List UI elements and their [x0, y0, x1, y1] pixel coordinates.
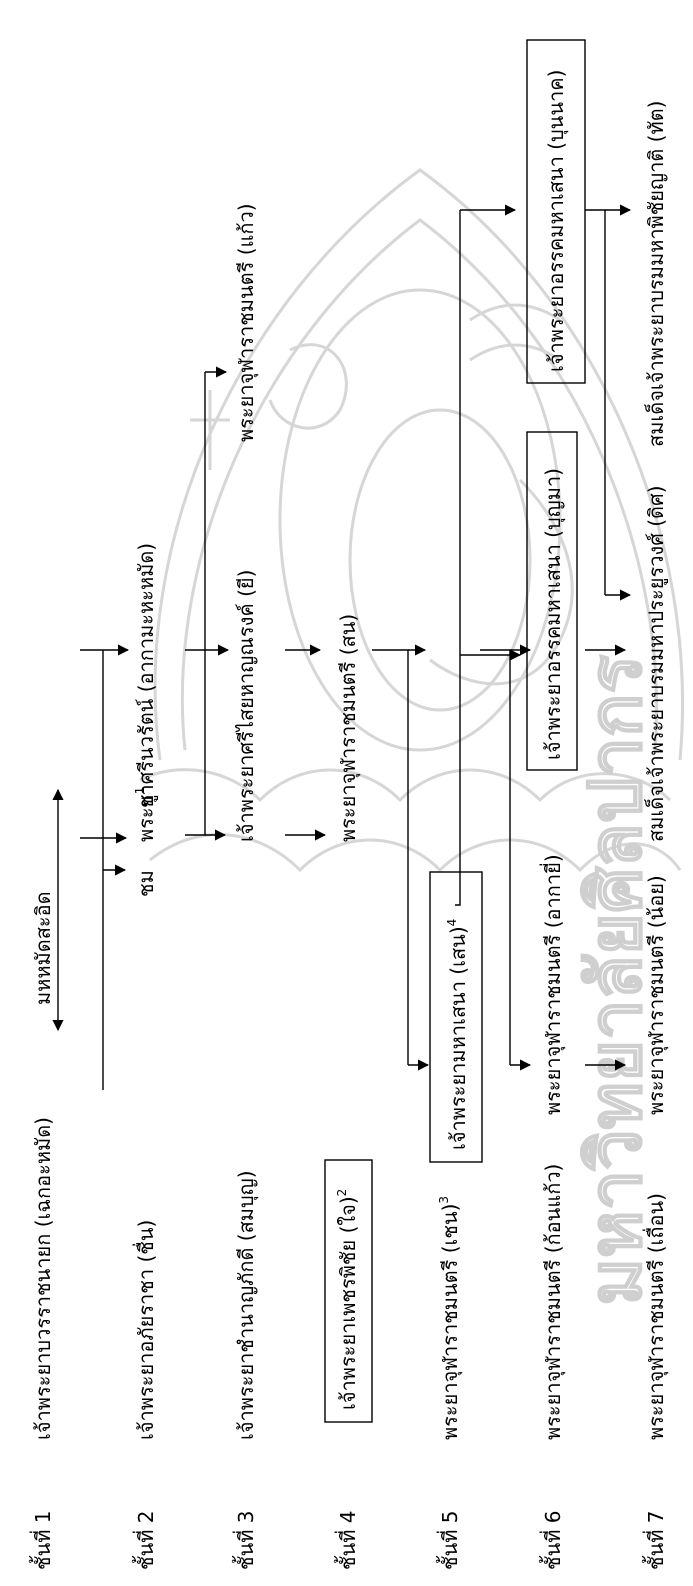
box-g5-sen	[429, 871, 483, 1163]
person-g6-akayi: พระยาจุฬาราชมนตรี (อากายี่)	[539, 854, 566, 1115]
person-g4-son: พระยาจุฬาราชมนตรี (สน)	[336, 614, 361, 842]
person-names: เจ้าพระยาบวรราชนายก (เฉกอะหมัด) มหหมัดสะ…	[31, 70, 669, 1440]
person-g3-kaew: พระยาจุฬาราชมนตรี (แก้ว)	[234, 203, 259, 442]
person-g2-chom: ชม	[134, 870, 158, 897]
person-g3-main: เจ้าพระยาชำนาญภักดี (สมบุญ)	[234, 1170, 259, 1440]
watermark-seal: มหาวิทยาลัยศิลปากร	[139, 168, 684, 1306]
gen-5-label: ชั้นที่ 5	[436, 1510, 462, 1570]
person-g3-sisahathep: เจ้าพระยาศรีไสยหาญณรงค์ (ยี)	[234, 570, 258, 842]
person-g2-main: เจ้าพระยาอภัยราชา (ชื่น)	[132, 1220, 158, 1440]
gen-6-label: ชั้นที่ 6	[539, 1510, 565, 1570]
generation-labels: ชั้นที่ 1 ชั้นที่ 2 ชั้นที่ 3 ชั้นที่ 4 …	[29, 1510, 668, 1570]
watermark-text: มหาวิทยาลัยศิลปากร	[572, 654, 657, 1305]
box-g6-bunnak	[526, 39, 586, 384]
person-g5-sen: เจ้าพระยามหาเสนา (เสน)4	[445, 919, 470, 1150]
person-g1-main: เจ้าพระยาบวรราชนายก (เฉกอะหมัด)	[31, 1117, 55, 1440]
person-g7-that: สมเด็จเจ้าพระยาบรมมหาพิชัยญาติ (ทัต)	[643, 101, 668, 447]
person-g2-srinawarat: พระยาศรีนวรัตน์ (อากามะหะหมัด)	[134, 543, 158, 842]
person-g6-bunma: เจ้าพระยาอรรคมหาเสนา (บุญมา)	[541, 468, 566, 760]
gen-7-label: ชั้นที่ 7	[642, 1510, 668, 1570]
highlight-boxes	[324, 39, 586, 1423]
gen-2-label: ชั้นที่ 2	[132, 1510, 158, 1570]
gen-3-label: ชั้นที่ 3	[232, 1510, 258, 1570]
person-g4-main: เจ้าพระยาเพชรพิชัย (ใจ)2	[335, 1189, 360, 1410]
person-g5-main: พระยาจุฬาราชมนตรี (เชน)3	[437, 1196, 463, 1440]
person-g6-main: พระยาจุฬาราชมนตรี (ก้อนแก้ว)	[541, 1164, 566, 1440]
person-g1-sibling: มหหมัดสะอิด	[31, 891, 55, 1005]
person-g2-chu: ชู1	[133, 787, 159, 808]
box-g6-bunma	[526, 431, 578, 771]
person-g6-bunnak: เจ้าพระยาอรรคมหาเสนา (บุนนาค)	[544, 70, 569, 372]
connector-lines	[52, 204, 632, 1090]
gen-1-label: ชั้นที่ 1	[29, 1510, 55, 1570]
person-g7-noi: พระยาจุฬาราชมนตรี (น้อย)	[644, 875, 669, 1115]
person-g7-dit: สมเด็จเจ้าพระยาบรมมหาประยูรวงศ์ (ดิศ)	[643, 485, 669, 842]
gen-4-label: ชั้นที่ 4	[334, 1510, 360, 1570]
box-g4-main	[324, 1159, 373, 1423]
person-g7-main: พระยาจุฬาราชมนตรี (เถื่อน)	[642, 1193, 669, 1440]
